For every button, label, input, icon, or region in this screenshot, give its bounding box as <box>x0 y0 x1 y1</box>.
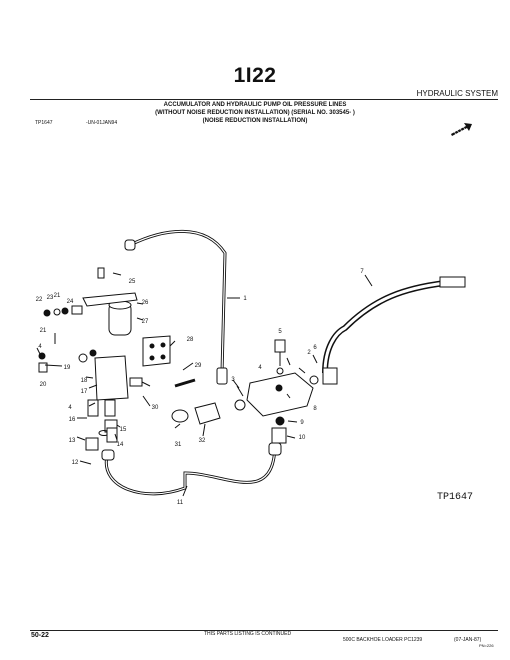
title-line-1: ACCUMULATOR AND HYDRAULIC PUMP OIL PRESS… <box>163 102 347 108</box>
callout-6: 6 <box>313 345 317 351</box>
callout-8: 8 <box>313 406 317 412</box>
parts-diagram: 1 2 3 4 5 6 7 8 9 10 11 12 13 14 15 16 1… <box>36 229 473 506</box>
footer-model: 500C BACKHOE LOADER PC1239 <box>343 637 423 643</box>
footer-rule <box>30 630 498 631</box>
figure-code: TP1647 <box>35 120 53 126</box>
callout-27: 27 <box>142 319 149 325</box>
callout-21b: 21 <box>54 293 61 299</box>
figure-date: -UN-01JAN94 <box>86 120 118 126</box>
callout-5: 5 <box>278 329 282 335</box>
callout-2: 2 <box>307 350 311 356</box>
page-code: 1I22 <box>233 64 277 87</box>
callout-18: 18 <box>81 378 88 384</box>
callout-13: 13 <box>69 438 76 444</box>
callout-23: 23 <box>47 295 54 301</box>
callout-24: 24 <box>67 299 74 305</box>
callout-4a: 4 <box>258 365 262 371</box>
callout-14: 14 <box>117 442 124 448</box>
callout-26: 26 <box>142 300 149 306</box>
forward-arrow-icon <box>451 123 472 136</box>
callout-15: 15 <box>120 427 127 433</box>
callout-30: 30 <box>152 405 159 411</box>
callout-1: 1 <box>243 296 247 302</box>
header-rule <box>30 99 498 100</box>
callout-10: 10 <box>299 435 306 441</box>
callout-32: 32 <box>199 438 206 444</box>
page-number: 50-22 <box>31 632 49 639</box>
callout-21a: 21 <box>40 328 47 334</box>
continued-note: THIS PARTS LISTING IS CONTINUED <box>204 631 292 637</box>
callout-31: 31 <box>175 442 182 448</box>
footer-sub: PN=226 <box>479 643 494 648</box>
callout-4b: 4 <box>38 344 42 350</box>
callout-9: 9 <box>300 420 304 426</box>
callout-7: 7 <box>360 269 364 275</box>
callout-4c: 4 <box>68 405 72 411</box>
callout-25: 25 <box>129 279 136 285</box>
callout-28: 28 <box>187 337 194 343</box>
callout-19: 19 <box>64 365 71 371</box>
callout-20: 20 <box>40 382 47 388</box>
callout-22: 22 <box>36 297 43 303</box>
callout-16: 16 <box>69 417 76 423</box>
callout-17: 17 <box>81 389 88 395</box>
callout-3: 3 <box>231 377 235 383</box>
figure-label: TP1647 <box>437 492 473 503</box>
section-title: HYDRAULIC SYSTEM <box>416 89 498 98</box>
callout-12: 12 <box>72 460 79 466</box>
title-line-3: (NOISE REDUCTION INSTALLATION) <box>202 118 308 124</box>
callout-11: 11 <box>177 500 184 506</box>
footer-date: (07-JAN-87) <box>454 637 482 643</box>
callout-29: 29 <box>195 363 202 369</box>
title-line-2: (WITHOUT NOISE REDUCTION INSTALLATION) (… <box>155 110 355 116</box>
